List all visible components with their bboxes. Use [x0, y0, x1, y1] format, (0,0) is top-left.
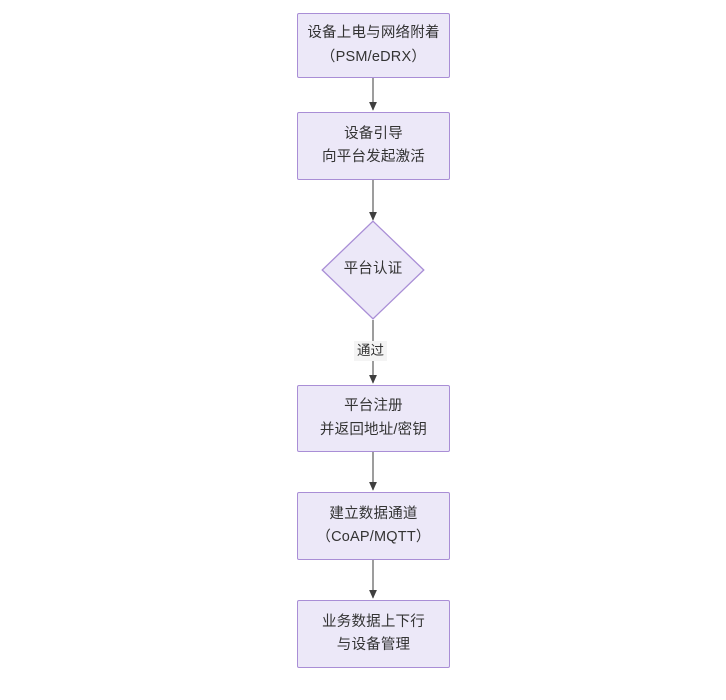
node-business-data-and-device-management[interactable]: 业务数据上下行 与设备管理 [297, 600, 450, 668]
node-device-bootstrap[interactable]: 设备引导 向平台发起激活 [297, 112, 450, 180]
node-label: 平台注册 并返回地址/密钥 [319, 398, 428, 438]
node-label: 设备上电与网络附着 （PSM/eDRX） [307, 25, 440, 65]
edge-label-pass: 通过 [354, 341, 387, 362]
node-label: 设备引导 向平台发起激活 [322, 125, 425, 165]
edge-label-text: 通过 [357, 343, 384, 358]
node-label: 平台认证 [343, 261, 403, 278]
node-platform-register[interactable]: 平台注册 并返回地址/密钥 [297, 385, 450, 452]
node-device-power-on[interactable]: 设备上电与网络附着 （PSM/eDRX） [297, 13, 450, 78]
node-establish-data-channel[interactable]: 建立数据通道 （CoAP/MQTT） [297, 492, 450, 560]
node-label: 业务数据上下行 与设备管理 [322, 613, 425, 653]
node-label: 建立数据通道 （CoAP/MQTT） [316, 505, 431, 545]
diamond-shape [321, 220, 425, 320]
node-platform-auth-decision[interactable]: 平台认证 [321, 220, 425, 320]
